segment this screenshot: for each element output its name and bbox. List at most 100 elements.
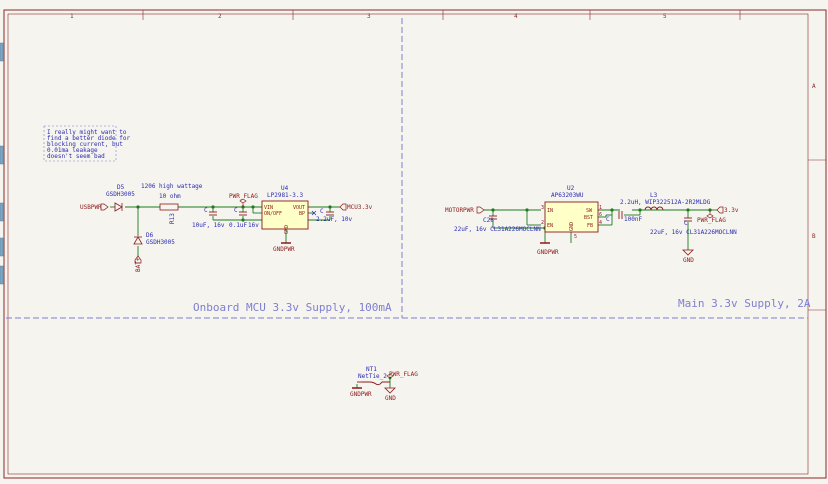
d5-ref: D5: [117, 184, 125, 191]
cbst-value: 100nF: [624, 216, 642, 223]
d6-value: GSDH3005: [146, 239, 175, 246]
motorpwr-port-icon: [476, 206, 485, 214]
r13-note: 1206 high wattage: [141, 183, 203, 190]
c28-ref: C28: [483, 217, 494, 224]
u2-pin: GND: [569, 222, 575, 231]
u4-pin: GND: [284, 225, 290, 234]
c-in1-ref: C: [204, 207, 208, 214]
u2-pin-number: 1: [599, 205, 602, 211]
nettie-symbol-icon: [357, 381, 390, 386]
u2-pin: BST: [584, 215, 593, 221]
main-section-title: Main 3.3v Supply, 2A: [678, 297, 811, 310]
u2-pin: EN: [547, 223, 553, 229]
u4-pin: ON/OFF: [264, 211, 282, 217]
bat-label: BAT+: [135, 257, 142, 272]
main-pwr-flag-label: PWR_FLAG: [697, 217, 726, 224]
left-edge-tabs: [0, 42, 4, 285]
nettie-gndpwr-label: GNDPWR: [350, 391, 372, 398]
nettie-gnd-label: GND: [385, 395, 396, 402]
d6-ref: D6: [146, 232, 154, 239]
sheet-border: [3, 9, 827, 479]
u4-regulator: [261, 200, 309, 230]
main-c-out-ref: C: [684, 220, 688, 227]
note-box: [43, 125, 117, 162]
column-label: 3: [367, 13, 371, 20]
row-label: A: [812, 83, 816, 90]
r13-ref: R13: [169, 213, 176, 224]
main-3v3-label: 3.3v: [724, 207, 739, 214]
r13-value: 10 ohm: [159, 193, 181, 200]
nettie-ref: NT1: [366, 366, 377, 373]
u2-pin-number: 5: [574, 234, 577, 240]
section-dividers: [6, 18, 808, 319]
l3-ref: L3: [650, 192, 658, 199]
d5-value: GSDH3005: [106, 191, 135, 198]
usbpwr-label: USBPWR: [80, 204, 102, 211]
row-label: B: [812, 233, 816, 240]
u2-regulator: [544, 201, 599, 233]
mcu-supply-wires: [110, 206, 340, 256]
mcu-section-title: Onboard MCU 3.3v Supply, 100mA: [193, 301, 392, 314]
main-gnd-label: GND: [683, 257, 694, 264]
usbpwr-port-icon: [100, 203, 109, 211]
u4-pin-labels: VIN ON/OFF VOUT BP GND: [264, 205, 305, 234]
c-in1-value: 10uF, 16v: [192, 222, 225, 229]
c-out-ref: C: [320, 208, 324, 215]
u2-ref: U2: [567, 185, 575, 192]
column-label: 2: [218, 13, 222, 20]
d6-diode-icon: [133, 236, 143, 245]
motorpwr-label: MOTORPWR: [445, 207, 474, 214]
c-in2-ref: C: [234, 207, 238, 214]
bat-port-icon: [134, 255, 142, 264]
u2-pin-labels: IN EN SW BST FB GND: [547, 208, 593, 231]
u2-pin-number: 3: [541, 205, 544, 211]
mcu-gnd-label: GNDPWR: [273, 246, 295, 253]
u4-ref: U4: [281, 185, 289, 192]
c-in2-voltage: 16v: [248, 222, 259, 229]
note-line: I really might want to: [47, 129, 127, 136]
u2-value: AP63203WU: [551, 192, 584, 199]
column-label: 1: [70, 13, 74, 20]
column-label: 4: [514, 13, 518, 20]
c-in2-capacitor-icon: [239, 211, 247, 216]
cbst-ref: C: [606, 216, 610, 223]
c-in2-value: 0.1uF: [229, 222, 247, 229]
note-line: blocking current, but: [47, 141, 123, 148]
u2-pin: IN: [547, 208, 553, 214]
u4-pin: VOUT: [293, 205, 305, 211]
u2-pin-number: 2: [541, 220, 544, 226]
c-out-capacitor-icon: [326, 211, 334, 216]
l3-inductor-icon: [644, 206, 664, 211]
u4-value: LP2981-3.3: [267, 192, 304, 199]
note-text: I really might want to find a better dio…: [47, 129, 130, 160]
u4-pin: BP: [299, 211, 305, 217]
column-label: 5: [663, 13, 667, 20]
u2-pin-numbers: 3 2 1 6 4 5: [541, 205, 602, 240]
main-gnd-symbol-icon: [682, 249, 694, 256]
l3-value: 2.2uH, WIP322512A-2R2MLDG: [620, 199, 711, 206]
nettie-value: NetTie_2: [358, 373, 387, 380]
u2-pin-number: 6: [599, 212, 602, 218]
mcu33v-port-icon: [339, 203, 347, 211]
mcu33v-label: MCU3.3v: [347, 204, 373, 211]
main-c-out-capacitor-icon: [684, 217, 692, 222]
c-in1-capacitor-icon: [209, 211, 217, 216]
note-line: doesn't seem bad: [47, 153, 105, 160]
bp-no-connect-icon: [311, 210, 317, 216]
c28-value: 22uF, 16v CL31A226MOCLNN: [454, 226, 541, 233]
cbst-capacitor-icon: [618, 211, 623, 219]
mcu-pwr-flag-icon: [239, 198, 247, 207]
c28-capacitor-icon: [489, 215, 497, 220]
u2-pin: SW: [586, 208, 593, 214]
column-labels: 1 2 3 4 5 A B: [70, 13, 816, 240]
nettie-gnd-symbol-icon: [384, 387, 396, 394]
sheet-inner-border: [7, 13, 809, 475]
main-c-out-value: 22uF, 16v CL31A226MOCLNN: [650, 229, 737, 236]
main-3v3-port-icon: [716, 206, 724, 214]
u2-pin: FB: [587, 223, 593, 229]
column-ticks: [142, 10, 826, 311]
main-gndpwr-label: GNDPWR: [537, 249, 559, 256]
c-out-value: 2.2uF, 10v: [316, 216, 353, 223]
